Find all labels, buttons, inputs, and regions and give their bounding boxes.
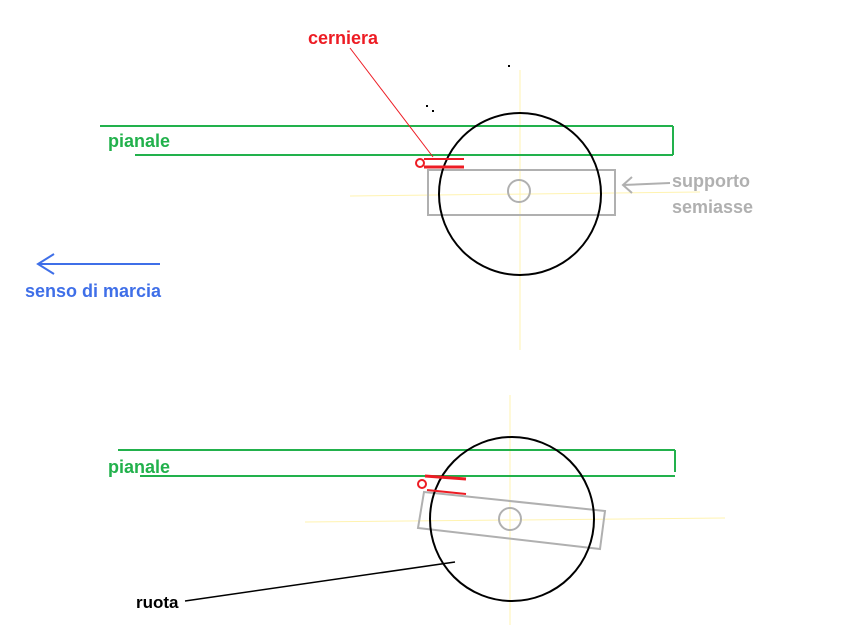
hinge-top bbox=[415, 158, 464, 169]
top-assembly bbox=[100, 47, 701, 350]
support-pointer-arrow bbox=[621, 176, 671, 194]
bottom-assembly bbox=[118, 395, 726, 625]
wheel-pointer bbox=[184, 561, 456, 602]
axle-hub-bottom bbox=[498, 507, 522, 531]
deck-top bbox=[100, 125, 674, 156]
axle-support-label-line2: semiasse bbox=[672, 197, 754, 217]
wheel-label: ruota bbox=[136, 593, 179, 612]
direction-label: senso di marcia bbox=[25, 281, 162, 301]
deck-bottom bbox=[118, 449, 676, 477]
hinge-label: cerniera bbox=[308, 28, 379, 48]
hinge-pointer bbox=[349, 47, 434, 158]
direction-arrow-icon bbox=[36, 253, 160, 275]
axis-horizontal-top bbox=[349, 191, 701, 197]
wheel-bottom bbox=[429, 436, 595, 602]
deck-label-top: pianale bbox=[108, 131, 171, 151]
deck-label-bottom: pianale bbox=[108, 457, 171, 477]
axle-support-bottom bbox=[416, 490, 607, 551]
axle-hub-top bbox=[507, 179, 531, 203]
axle-support-top bbox=[427, 169, 616, 216]
wheel-top bbox=[438, 112, 602, 276]
axle-support-label-line1: supporto bbox=[672, 171, 750, 191]
axis-horizontal-bottom bbox=[304, 517, 726, 523]
hinge-bottom bbox=[417, 474, 467, 495]
